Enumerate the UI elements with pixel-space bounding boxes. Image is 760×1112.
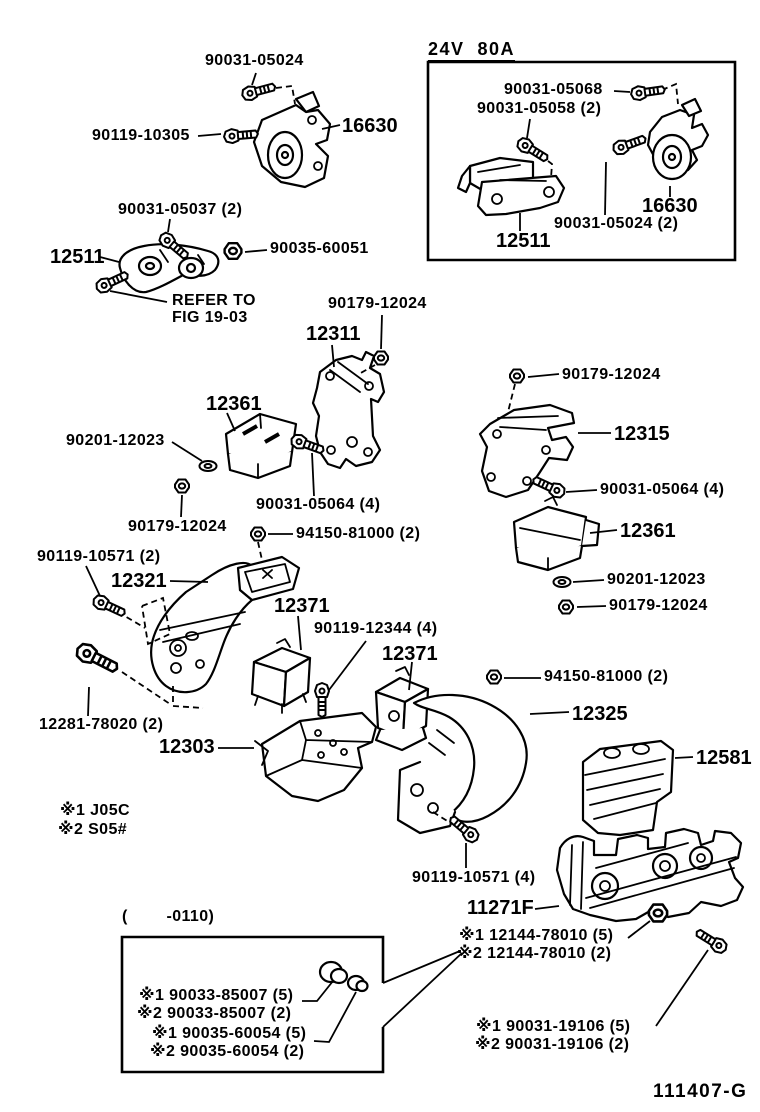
label-90179-12024-rt: 90179-12024 xyxy=(562,366,661,383)
label-90031-05058: 90031-05058 (2) xyxy=(477,100,602,117)
part-drawing-12371 xyxy=(250,638,312,714)
part-drawing-12361-right xyxy=(512,496,601,572)
part-drawing-12315 xyxy=(478,403,576,499)
label-12361-right: 12361 xyxy=(620,520,676,542)
label-90119-10305: 90119-10305 xyxy=(92,127,190,144)
label-94150-81000-right: 94150-81000 (2) xyxy=(544,668,669,685)
label-90035-60054-1: ※1 90035-60054 (5) xyxy=(152,1025,307,1042)
label-12325: 12325 xyxy=(572,703,628,725)
label-90031-05024-inset: 90031-05024 (2) xyxy=(554,215,679,232)
label-90033-85007-1: ※1 90033-85007 (5) xyxy=(139,987,294,1004)
part-drawing-12321 xyxy=(150,555,301,694)
label-90031-05024: 90031-05024 xyxy=(205,52,304,69)
bolt-icon xyxy=(610,130,649,158)
label-94150-81000: 94150-81000 (2) xyxy=(296,525,421,542)
label-90031-19106-2: ※2 90031-19106 (2) xyxy=(475,1036,630,1053)
part-drawing-12581 xyxy=(581,739,675,837)
plug-icons xyxy=(318,960,369,993)
leader-lines xyxy=(85,72,709,1043)
part-drawing-16630 xyxy=(252,90,332,189)
label-90201-12023-right: 90201-12023 xyxy=(607,571,706,588)
bolt-icon xyxy=(692,924,731,957)
nut-icon xyxy=(174,478,190,494)
label-11271f: 11271F xyxy=(467,897,534,919)
label-12361: 12361 xyxy=(206,393,262,415)
label-16630-inset: 16630 xyxy=(642,195,698,217)
refer-note-line1: REFER TO xyxy=(172,292,256,309)
applicability-box xyxy=(120,935,385,1074)
label-12581: 12581 xyxy=(696,747,752,769)
bolt-icon xyxy=(314,682,330,718)
label-12144-78010-2: ※2 12144-78010 (2) xyxy=(457,945,612,962)
label-90033-85007-2: ※2 90033-85007 (2) xyxy=(137,1005,292,1022)
part-drawing-16630-inset xyxy=(646,97,710,181)
label-90031-05037: 90031-05037 (2) xyxy=(118,201,243,218)
part-drawing-12325 xyxy=(396,693,528,835)
part-drawing-12361 xyxy=(224,412,298,480)
label-90179-12024-rb: 90179-12024 xyxy=(609,597,708,614)
part-drawing-12511 xyxy=(118,243,220,294)
label-12311: 12311 xyxy=(306,323,361,345)
label-90179-12024-top: 90179-12024 xyxy=(328,295,427,312)
bolt-icon xyxy=(529,472,569,502)
label-90031-05068: 90031-05068 xyxy=(504,81,603,98)
part-drawing-12303 xyxy=(254,711,378,803)
bolt-icon xyxy=(629,81,667,103)
label-90119-10571-lower: 90119-10571 (4) xyxy=(412,869,536,886)
label-12303: 12303 xyxy=(159,736,215,758)
label-90031-05064: 90031-05064 (4) xyxy=(256,496,381,513)
washer-icon xyxy=(198,460,218,472)
applicability-range: ( -0110) xyxy=(122,908,215,925)
label-12511: 12511 xyxy=(50,246,105,268)
inset-box xyxy=(426,60,737,262)
label-90035-60051: 90035-60051 xyxy=(270,240,369,257)
label-90179-12024-left: 90179-12024 xyxy=(128,518,227,535)
label-12371-right: 12371 xyxy=(382,643,438,665)
nut-icon xyxy=(223,241,243,260)
bolt-icon xyxy=(239,78,278,104)
label-12511-inset: 12511 xyxy=(496,230,551,252)
part-drawing-12511-inset xyxy=(456,156,566,217)
inset-title: 24V 80A xyxy=(428,40,516,63)
label-90119-12344: 90119-12344 (4) xyxy=(314,620,438,637)
bolt-icon xyxy=(89,591,129,621)
label-16630: 16630 xyxy=(342,115,398,137)
sensor-bolt-icon xyxy=(72,639,123,679)
label-90201-12023: 90201-12023 xyxy=(66,432,165,449)
part-drawing-12311 xyxy=(311,350,386,470)
nut-icon xyxy=(373,350,389,366)
label-12144-78010-1: ※1 12144-78010 (5) xyxy=(459,927,614,944)
refer-note-line2: FIG 19-03 xyxy=(172,309,248,326)
label-90035-60054-2: ※2 90035-60054 (2) xyxy=(150,1043,305,1060)
part-drawing-12371-right xyxy=(374,666,430,752)
label-12315: 12315 xyxy=(614,423,670,445)
nut-icon xyxy=(558,599,574,615)
engine-note-1: ※1 J05C xyxy=(60,802,130,819)
label-90031-19106-1: ※1 90031-19106 (5) xyxy=(476,1018,631,1035)
label-90031-05064-right: 90031-05064 (4) xyxy=(600,481,725,498)
label-90119-10571: 90119-10571 (2) xyxy=(37,548,161,565)
figure-code: 111407-G xyxy=(653,1081,748,1102)
washer-icon xyxy=(552,576,572,588)
nut-icon xyxy=(509,368,525,384)
engine-note-2: ※2 S05# xyxy=(58,821,128,838)
label-12321: 12321 xyxy=(111,570,167,592)
label-12371: 12371 xyxy=(274,595,330,617)
nut-icon xyxy=(486,669,502,685)
nut-icon xyxy=(250,526,266,542)
part-drawing-11271f xyxy=(555,827,745,923)
label-12281-78020: 12281-78020 (2) xyxy=(39,716,164,733)
nut-icon xyxy=(647,903,669,923)
